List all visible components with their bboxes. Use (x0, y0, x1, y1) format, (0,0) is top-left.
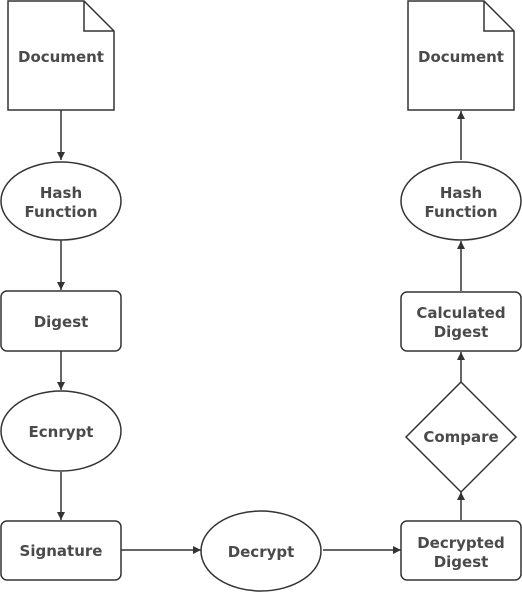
decrypt-label: Decrypt (228, 543, 295, 561)
decrypted-digest-label-line2: Digest (434, 553, 489, 571)
digest-label: Digest (34, 313, 89, 331)
calculated-digest-label-line1: Calculated (416, 304, 505, 322)
signature-label: Signature (20, 542, 103, 560)
hash-function-node-right: Hash Function (400, 161, 522, 241)
compare-label: Compare (423, 428, 498, 446)
edges (57, 110, 465, 554)
hash-function-node-left: Hash Function (0, 161, 122, 241)
document-node-right: Document (407, 0, 515, 111)
encrypt-node: Ecnrypt (0, 390, 122, 472)
decrypt-node: Decrypt (200, 510, 322, 592)
decrypted-digest-label-line1: Decrypted (417, 534, 505, 552)
hash-function-label-line1: Hash (40, 184, 82, 202)
decrypted-digest-node: Decrypted Digest (400, 520, 522, 581)
signature-node: Signature (0, 520, 122, 581)
document-label: Document (418, 48, 504, 66)
hash-function-label-line1: Hash (440, 184, 482, 202)
compare-node: Compare (404, 380, 518, 494)
document-node-left: Document (7, 0, 115, 111)
calculated-digest-label-line2: Digest (434, 323, 489, 341)
hash-function-label-line2: Function (424, 203, 497, 221)
digest-node: Digest (0, 290, 122, 352)
hash-function-label-line2: Function (24, 203, 97, 221)
document-label: Document (18, 48, 104, 66)
calculated-digest-node: Calculated Digest (400, 291, 522, 352)
encrypt-label: Ecnrypt (29, 423, 94, 441)
